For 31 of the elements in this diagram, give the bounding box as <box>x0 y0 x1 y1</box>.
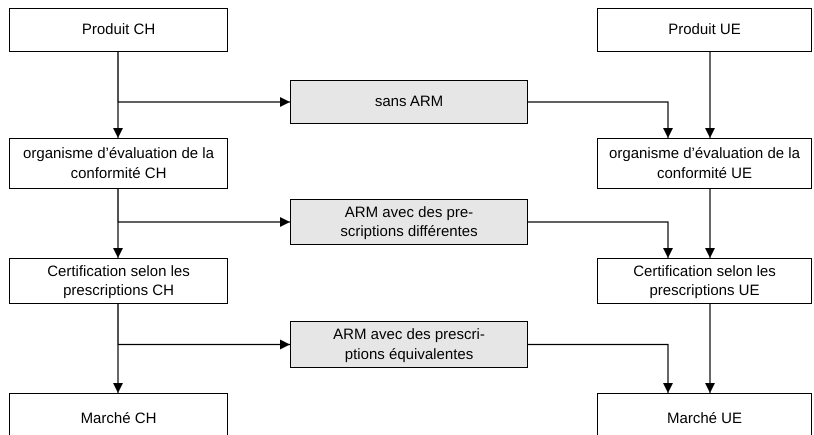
agreement-box <box>290 321 528 368</box>
box-label: Certification selon les prescriptions CH <box>46 262 191 300</box>
box-label: sans ARM <box>374 92 444 112</box>
process-box <box>9 8 228 52</box>
process-box <box>597 8 812 52</box>
arrow <box>528 344 673 393</box>
box-label: ARM avec des pre-scriptions différentes <box>339 202 479 242</box>
arrow <box>117 304 290 350</box>
arrow <box>528 221 673 258</box>
box-label: Marché UE <box>666 408 742 428</box>
process-box <box>597 258 812 304</box>
process-box <box>597 138 812 189</box>
box-label: organisme d’évaluation de la conformité UE <box>608 144 801 183</box>
box-label: organisme d’évaluation de la conformité CH <box>22 144 215 183</box>
box-label: ARM avec des prescri-ptions équivalentes <box>332 325 486 364</box>
arrow <box>117 189 290 227</box>
box-label: Certification selon les prescriptions UE <box>632 262 777 300</box>
box-label: Marché CH <box>80 408 156 428</box>
process-box <box>9 393 228 435</box>
process-box <box>9 258 228 304</box>
process-box <box>9 138 228 189</box>
arrow <box>705 52 715 138</box>
arrow <box>705 304 715 393</box>
agreement-box <box>290 199 528 245</box>
box-label: Produit UE <box>668 20 741 40</box>
arrow <box>705 189 715 258</box>
arrow <box>117 52 290 107</box>
box-label: Produit CH <box>82 20 156 40</box>
arrow <box>528 101 673 138</box>
process-box <box>597 393 812 435</box>
agreement-box <box>290 80 528 124</box>
